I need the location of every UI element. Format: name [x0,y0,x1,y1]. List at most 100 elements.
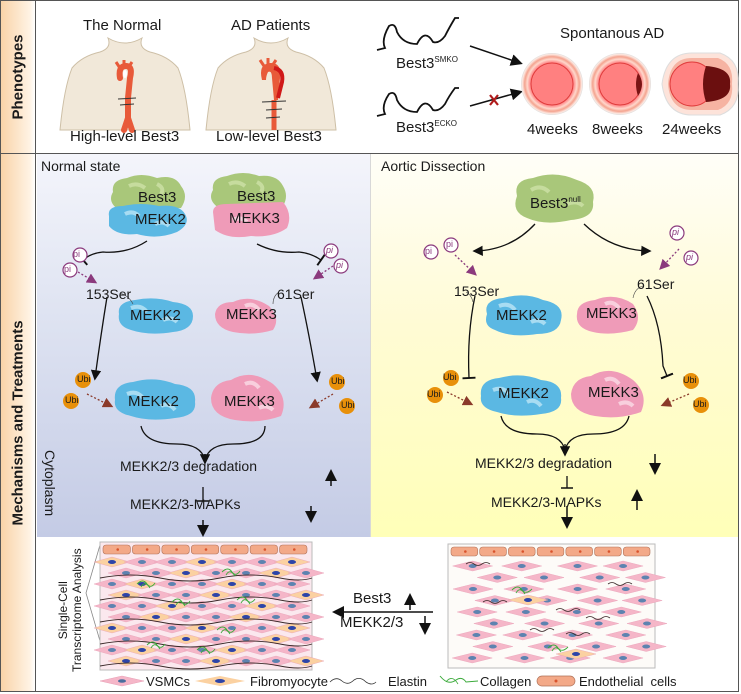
treatment-mekk: MEKK2/3 [340,614,404,631]
mekk2-blob-icon [114,379,196,420]
aortic-dissection-diagram [423,174,709,529]
legend-label: Fibromyocyte [250,674,329,689]
mekk3-label: MEKK3 [588,384,639,401]
mekk3-blob-icon [213,202,290,238]
mouse-smko-label: Best3SMKO [396,55,458,72]
collagen-icon [236,596,256,605]
aortic-cross-sections [521,52,739,116]
best3-null-label: Best3null [530,195,581,212]
timepoint-24weeks: 24weeks [662,121,722,138]
elastin-icon [585,616,611,620]
collagen-icon [146,641,166,650]
phosphate-icon [423,244,439,260]
mekk2-label: MEKK2 [135,211,186,228]
elastin-icon [482,600,508,604]
legend-label: Endothelial cells [579,674,677,689]
mice-illustrations [376,17,459,117]
ubiquitin-icon [693,397,709,413]
legend-label: Collagen [480,674,532,689]
collagen-icon [196,646,216,655]
collagen-icon [171,598,191,607]
normal-tissue-illustration [93,541,325,671]
best3-label: Best3 [138,189,177,206]
mekk3-label: MEKK3 [224,393,275,410]
site-61ser: 61Ser [637,276,675,292]
ubi-label: Ubi [341,400,355,410]
phosphate-icon [72,247,88,263]
ubiquitin-icon [427,387,443,403]
mekk2-blob-icon [480,375,562,416]
site-61ser: 61Ser [277,286,315,302]
site-153ser: 153Ser [86,286,132,302]
normal-title: The Normal [83,17,162,34]
cross-section-4weeks-icon [521,53,583,115]
legend-icons [99,675,576,687]
pi-label: pi [686,252,694,262]
timepoint-4weeks: 4weeks [527,121,578,138]
treatment-arrow [332,593,433,635]
collagen-icon [439,675,479,685]
normal-aorta-icon [114,60,137,133]
cytoplasm-label: Cytoplasm [42,450,58,517]
mekk2-label: MEKK2 [128,393,179,410]
mekk3-blob-icon [215,298,277,334]
ubi-label: Ubi [331,376,345,386]
legend-label: VSMCs [146,674,191,689]
normal-caption: High-level Best3 [70,128,180,145]
pi-label: pi [425,246,433,256]
ubi-label: Ubi [77,374,91,384]
ad-tissue-illustration [447,543,668,669]
ubi-label: Ubi [427,389,441,399]
best3-blob-icon [211,173,286,208]
mapks-text: MEKK2/3-MAPKs [491,494,602,510]
normal-torso-illustration [59,36,191,133]
cross-section-8weeks-icon [589,53,651,115]
ad-patients-caption: Low-level Best3 [216,128,322,145]
section-divider [0,153,739,154]
elastin-icon [99,662,313,670]
ubiquitin-icon [63,393,79,409]
mekk3-blob-icon [211,374,284,422]
site-153ser: 153Ser [454,283,500,299]
phosphate-icon [323,243,339,259]
phenotypes-sidebar: Phenotypes [1,1,36,153]
best3-label: Best3 [237,188,276,205]
ad-tissue-cells [452,560,668,664]
phosphate-icon [333,258,349,274]
ubi-label: Ubi [65,395,79,405]
elastin-icon [99,618,313,626]
mekk2-blob-icon [108,204,187,237]
elastin-icon [99,640,313,648]
phenotypes-label: Phenotypes [9,34,27,120]
mechanisms-label: Mechanisms and Treatments [9,319,27,526]
ad-torso-illustration [205,36,337,131]
degradation-text: MEKK2/3 degradation [475,455,612,471]
collagen-icon [511,586,533,595]
phosphate-icon [443,237,459,253]
treatment-best3: Best3 [353,590,392,607]
elastin-icon [555,608,581,612]
analysis-label: Single-Cell Transcriptome Analysis [56,548,84,672]
elastin-icon [607,582,633,586]
ubiquitin-icon [329,374,345,390]
degradation-text: MEKK2/3 degradation [120,458,257,474]
mekk3-label: MEKK3 [226,306,277,323]
normal-state-panel [37,154,370,537]
collagen-icon [136,580,156,589]
mekk3-blob-icon [576,296,638,334]
mouse-ecko-icon [376,87,459,117]
phosphate-icon [669,225,685,241]
pi-label: pi [326,245,334,255]
ubi-label: Ubi [443,372,457,382]
mouse-smko-icon [376,17,459,51]
pi-label: pi [672,227,680,237]
mekk2-blob-icon [118,298,193,334]
blocked-x-icon [489,94,499,106]
elastin-icon [99,596,313,604]
normal-state-diagram [62,173,355,537]
ubiquitin-icon [75,372,91,388]
collagen-icon [221,568,241,577]
mekk3-blob-icon [571,370,644,418]
dissected-aorta-icon [258,58,287,130]
cross-section-24weeks-icon [661,52,739,116]
